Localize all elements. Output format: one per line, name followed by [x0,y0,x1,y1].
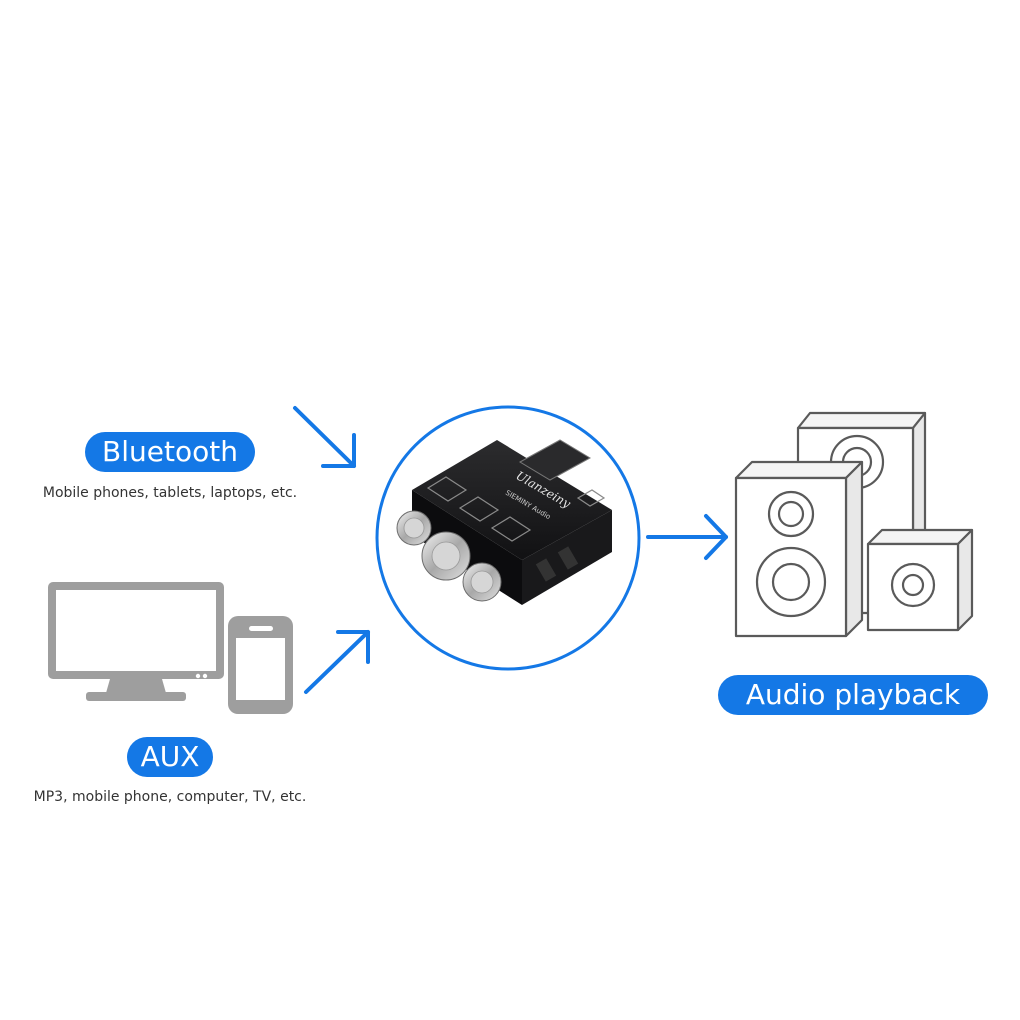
speaker-small [866,528,974,632]
aux-caption: MP3, mobile phone, computer, TV, etc. [33,789,307,805]
arrow-aux-to-device [304,630,370,694]
arrow-device-to-speakers [646,514,728,560]
aux-label-pill: AUX [127,737,213,777]
bluetooth-caption: Mobile phones, tablets, laptops, etc. [42,485,298,501]
audio-playback-label-pill: Audio playback [718,675,988,715]
speakers-icon [734,411,974,638]
knob-middle [421,531,471,581]
knob-right [462,562,502,602]
monitor-icon [48,582,224,701]
amplifier-board-image: Ulanzeiny SIEMINY Audio [396,439,612,605]
knob-left [396,510,432,546]
bluetooth-label-pill: Bluetooth [85,432,255,472]
monitor-and-phone-icon [48,582,293,714]
phone-icon [228,616,293,714]
arrow-bluetooth-to-device [293,406,356,468]
speaker-front-main [734,460,864,638]
